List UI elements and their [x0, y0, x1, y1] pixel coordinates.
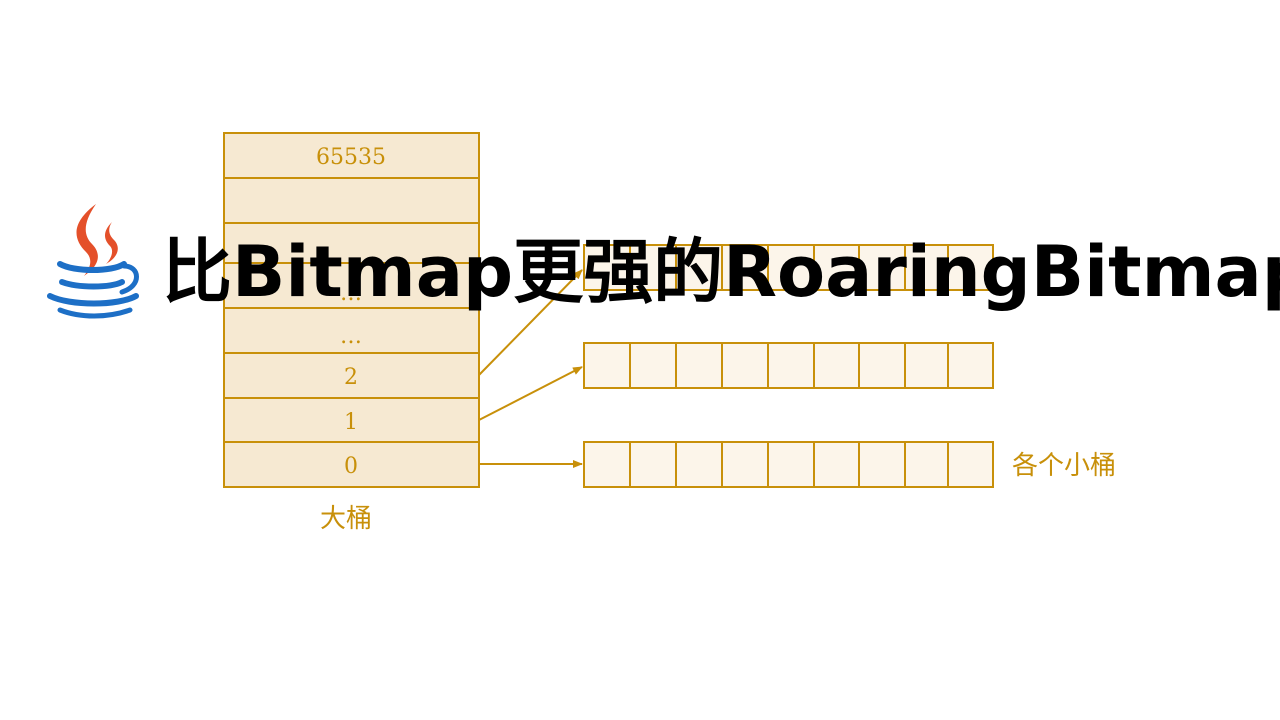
small-bucket-2-cell	[629, 441, 677, 488]
small-bucket-1-cell	[904, 342, 949, 389]
small-bucket-2-cell	[858, 441, 906, 488]
big-bucket-row-6	[223, 397, 480, 443]
small-bucket-1-cell	[675, 342, 723, 389]
small-bucket-2-cell	[583, 441, 631, 488]
small-bucket-2-cell	[767, 441, 815, 488]
small-bucket-2	[583, 441, 994, 488]
small-bucket-1	[583, 342, 994, 389]
small-bucket-0-cell	[904, 244, 949, 291]
big-bucket-label-5: 2	[344, 365, 358, 390]
cup-top-stroke	[57, 261, 127, 273]
big-bucket-row-2	[223, 222, 480, 264]
small-bucket-0-cell	[858, 244, 906, 291]
cup-handle-stroke	[119, 263, 139, 295]
small-bucket-0-cell	[675, 244, 723, 291]
small-bucket-1-cell	[721, 342, 769, 389]
small-bucket-0-cell	[947, 244, 994, 291]
big-bucket-row-1	[223, 177, 480, 224]
small-bucket-2-cell	[904, 441, 949, 488]
small-bucket-0-cell	[721, 244, 769, 291]
small-bucket-1-cell	[767, 342, 815, 389]
arrow-row-2	[478, 269, 583, 376]
big-bucket-label-7: 0	[344, 454, 358, 479]
small-bucket-2-cell	[721, 441, 769, 488]
small-bucket-0-cell	[767, 244, 815, 291]
small-bucket-1-cell	[813, 342, 860, 389]
big-bucket: 65535 … … 2 1 0 大桶	[223, 132, 480, 534]
cup-middle-stroke	[59, 279, 125, 290]
big-bucket-row-4	[223, 307, 480, 354]
small-bucket-1-cell	[629, 342, 677, 389]
big-bucket-label-0: 65535	[316, 145, 386, 170]
big-bucket-label-6: 1	[344, 410, 358, 435]
small-bucket-1-cell	[947, 342, 994, 389]
page-title: 比Bitmap更强的RoaringBitmap	[162, 231, 1280, 313]
flame-small-icon	[105, 222, 118, 264]
small-buckets-caption: 各个小桶	[1012, 451, 1116, 481]
small-bucket-2-cell	[675, 441, 723, 488]
big-bucket-label-4: …	[340, 324, 362, 349]
big-bucket-row-7	[223, 441, 480, 488]
big-bucket-row-0	[223, 132, 480, 179]
small-bucket-1-cell	[858, 342, 906, 389]
big-bucket-label-3: …	[340, 281, 362, 306]
small-bucket-2-cell	[813, 441, 860, 488]
small-bucket-0	[583, 244, 994, 291]
cup-saucer-stroke	[47, 293, 139, 307]
small-bucket-2-cell	[947, 441, 994, 488]
small-bucket-1-cell	[583, 342, 631, 389]
big-bucket-caption: 大桶	[320, 504, 372, 534]
java-coffee-cup-icon	[47, 204, 139, 319]
small-bucket-0-cell	[629, 244, 677, 291]
small-bucket-0-cell	[813, 244, 860, 291]
arrow-row-1	[478, 366, 583, 421]
flame-icon	[76, 204, 98, 276]
cup-base-stroke	[57, 307, 133, 319]
